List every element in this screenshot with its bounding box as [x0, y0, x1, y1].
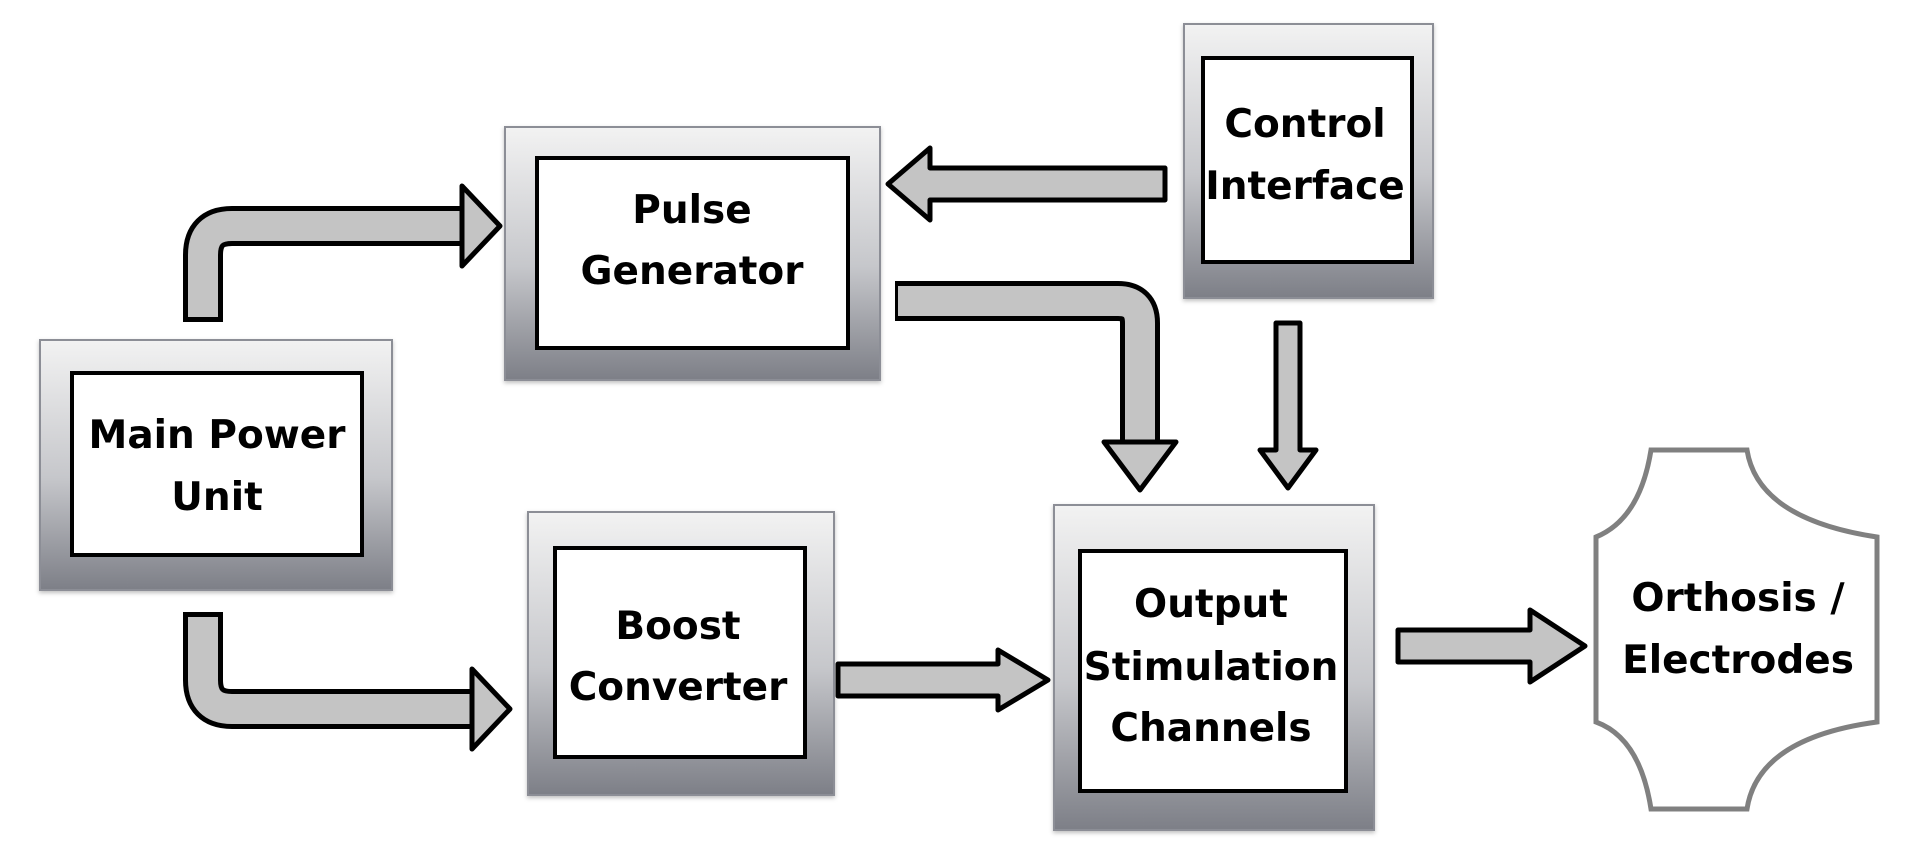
output-stimulation-channels-line-3: Channels — [1110, 706, 1311, 751]
concave-octagon-shape — [1593, 447, 1880, 812]
boost-converter-line-2: Converter — [569, 665, 788, 710]
node-boost-converter: Boost Converter — [527, 511, 835, 796]
arrow-power-to-boost — [183, 612, 513, 752]
arrow-boost-to-output — [835, 647, 1051, 713]
main-power-unit-line-1: Main Power — [89, 413, 347, 458]
node-pulse-generator: Pulse Generator — [504, 126, 881, 381]
main-power-unit-line-2: Unit — [171, 475, 262, 520]
arrow-control-to-pulse — [885, 145, 1168, 223]
arrows-layer — [183, 145, 1588, 752]
arrow-output-to-orthosis — [1395, 607, 1588, 685]
node-main-power-unit: Main Power Unit — [39, 339, 393, 591]
node-control-interface: Control Interface — [1183, 23, 1434, 299]
arrow-pulse-to-output — [895, 281, 1179, 493]
arrow-control-to-output — [1257, 320, 1319, 491]
orthosis-electrodes-line-1: Orthosis / — [1631, 576, 1845, 621]
output-stimulation-channels-line-1: Output — [1134, 582, 1288, 627]
pulse-generator-line-2: Generator — [581, 249, 805, 294]
orthosis-electrodes-line-2: Electrodes — [1622, 638, 1854, 683]
node-orthosis-electrodes: Orthosis / Electrodes — [1593, 447, 1880, 812]
boost-converter-line-1: Boost — [615, 604, 740, 649]
control-interface-line-1: Control — [1224, 102, 1385, 147]
output-stimulation-channels-line-2: Stimulation — [1084, 645, 1339, 690]
node-output-stimulation-channels: Output Stimulation Channels — [1053, 504, 1375, 831]
arrow-power-to-pulse — [183, 183, 503, 322]
pulse-generator-line-1: Pulse — [632, 188, 751, 233]
control-interface-line-2: Interface — [1205, 164, 1404, 209]
